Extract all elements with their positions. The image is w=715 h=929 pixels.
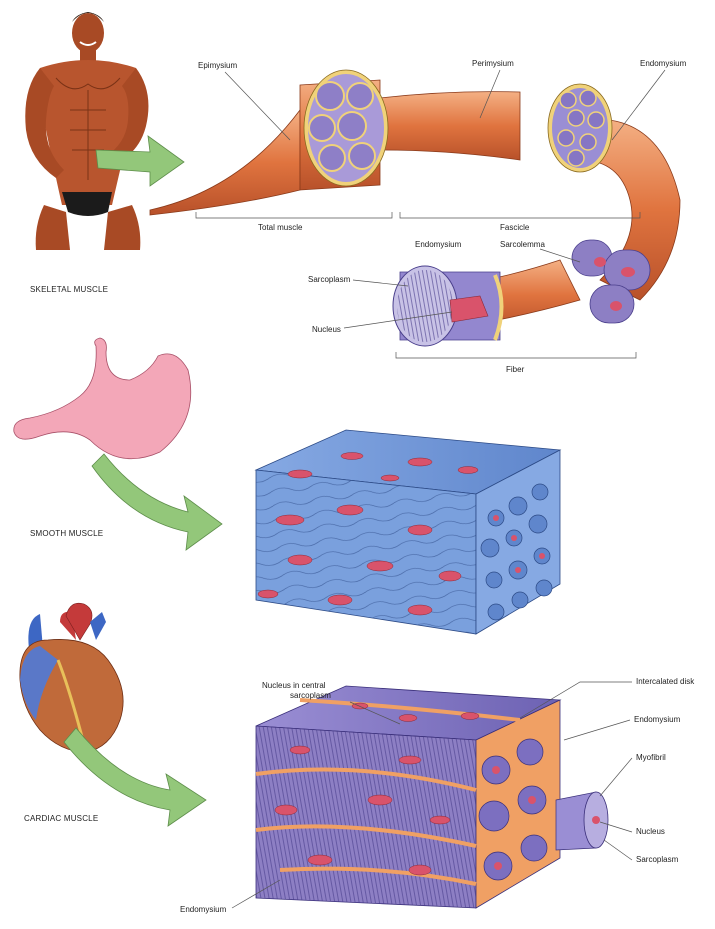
label-endomysium-mid: Endomysium — [415, 240, 462, 249]
label-nucleus-central-line1: Nucleus in central — [262, 681, 326, 690]
label-sarcoplasm-cardiac: Sarcoplasm — [636, 855, 679, 864]
label-fiber: Fiber — [506, 365, 525, 374]
arrow-icon — [92, 454, 222, 550]
label-perimysium: Perimysium — [472, 59, 514, 68]
label-sarcoplasm: Sarcoplasm — [308, 275, 351, 284]
label-intercalated-disk: Intercalated disk — [636, 677, 695, 686]
heart-figure — [20, 603, 123, 752]
label-nucleus-central-line2: sarcoplasm — [290, 691, 331, 700]
label-nucleus: Nucleus — [312, 325, 341, 334]
arrow-icon — [64, 728, 206, 826]
label-endomysium-bottom: Endomysium — [180, 905, 227, 914]
label-endomysium: Endomysium — [640, 59, 687, 68]
smooth-muscle-block — [256, 430, 560, 634]
skeletal-muscle-bundle — [150, 70, 680, 346]
label-nucleus-cardiac: Nucleus — [636, 827, 665, 836]
cardiac-muscle-block — [256, 686, 608, 908]
label-endomysium-right: Endomysium — [634, 715, 681, 724]
stomach-figure — [14, 338, 191, 459]
section-title-cardiac: CARDIAC MUSCLE — [24, 814, 98, 823]
label-sarcolemma: Sarcolemma — [500, 240, 545, 249]
label-fascicle: Fascicle — [500, 223, 530, 232]
section-title-smooth: SMOOTH MUSCLE — [30, 529, 103, 538]
label-total-muscle: Total muscle — [258, 223, 303, 232]
label-epimysium: Epimysium — [198, 61, 237, 70]
section-title-skeletal: SKELETAL MUSCLE — [30, 285, 108, 294]
label-myofibril: Myofibril — [636, 753, 666, 762]
man-figure — [25, 12, 148, 250]
